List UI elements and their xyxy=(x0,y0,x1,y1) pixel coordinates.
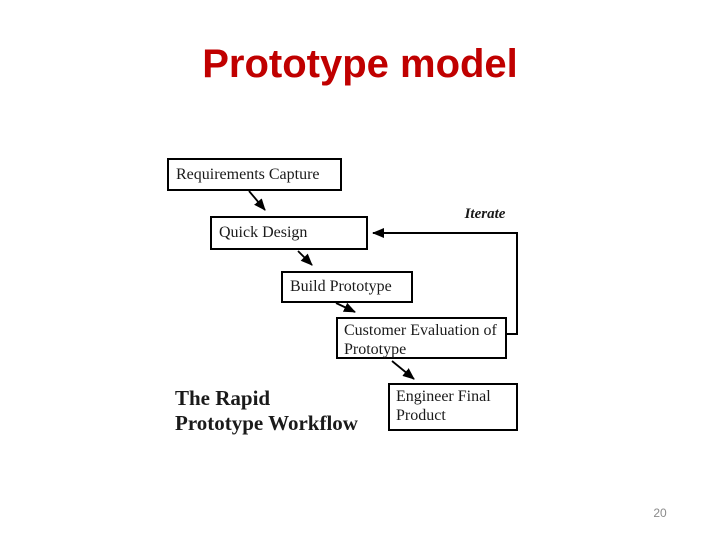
iterate-label: Iterate xyxy=(464,206,506,222)
flow-box-label: Quick Design xyxy=(219,224,308,241)
flow-box-customer-evaluation: Customer Evaluation of Prototype xyxy=(336,317,507,359)
arrow-buildprototype-to-customereval xyxy=(335,302,356,313)
flow-box-requirements-capture: Requirements Capture xyxy=(167,158,342,191)
flow-box-build-prototype: Build Prototype xyxy=(281,271,413,303)
diagram-caption-line-2: Prototype Workflow xyxy=(175,411,358,435)
diagram-caption-line-1: The Rapid xyxy=(175,386,271,410)
diagram-caption: The Rapid Prototype Workflow xyxy=(175,386,358,436)
flow-box-label: Engineer Final Product xyxy=(396,388,491,424)
flow-box-label: Requirements Capture xyxy=(176,165,320,183)
flow-box-quick-design: Quick Design xyxy=(210,216,368,250)
arrow-quickdesign-to-buildprototype xyxy=(297,250,313,266)
arrow-iterate-loop xyxy=(372,228,518,335)
arrow-requirements-to-quickdesign xyxy=(248,190,266,211)
flow-box-label: Build Prototype xyxy=(290,278,392,295)
flow-box-label: Customer Evaluation of Prototype xyxy=(344,322,497,358)
arrow-customereval-to-engineer xyxy=(391,360,415,380)
flow-box-engineer-final-product: Engineer Final Product xyxy=(388,383,518,431)
slide-page-number: 20 xyxy=(653,506,667,520)
slide-title: Prototype model xyxy=(202,42,518,86)
